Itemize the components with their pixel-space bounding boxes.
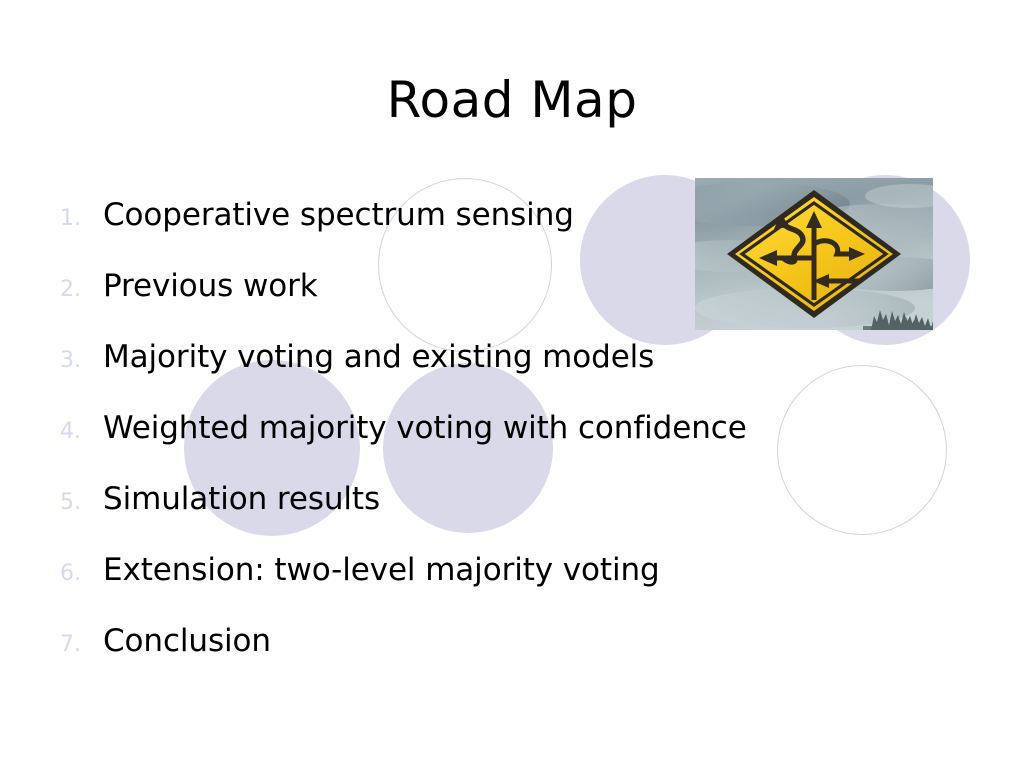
list-item[interactable]: 3. Majority voting and existing models — [60, 334, 820, 405]
list-item-label: Extension: two-level majority voting — [103, 552, 660, 588]
list-item-number: 1. — [60, 206, 81, 231]
list-item-label: Majority voting and existing models — [103, 339, 655, 375]
list-item[interactable]: 4. Weighted majority voting with confiden… — [60, 405, 820, 476]
list-item-number: 4. — [60, 419, 81, 444]
list-item-number: 2. — [60, 277, 81, 302]
list-item-number: 6. — [60, 561, 81, 586]
list-item[interactable]: 1. Cooperative spectrum sensing — [60, 192, 820, 263]
list-item-label: Previous work — [103, 268, 318, 304]
list-item[interactable]: 5. Simulation results — [60, 476, 820, 547]
list-item-label: Conclusion — [103, 623, 271, 659]
list-item-number: 3. — [60, 348, 81, 373]
list-item[interactable]: 7. Conclusion — [60, 618, 820, 689]
list-item-label: Weighted majority voting with confidence — [103, 410, 747, 446]
list-item-label: Cooperative spectrum sensing — [103, 197, 574, 233]
outline-list: 1. Cooperative spectrum sensing 2. Previous… — [60, 192, 820, 689]
page-title: Road Map — [386, 71, 638, 129]
list-item-number: 7. — [60, 632, 81, 657]
list-item[interactable]: 6. Extension: two-level majority voting — [60, 547, 820, 618]
list-item-label: Simulation results — [103, 481, 381, 517]
list-item-number: 5. — [60, 490, 81, 515]
list-item[interactable]: 2. Previous work — [60, 263, 820, 334]
